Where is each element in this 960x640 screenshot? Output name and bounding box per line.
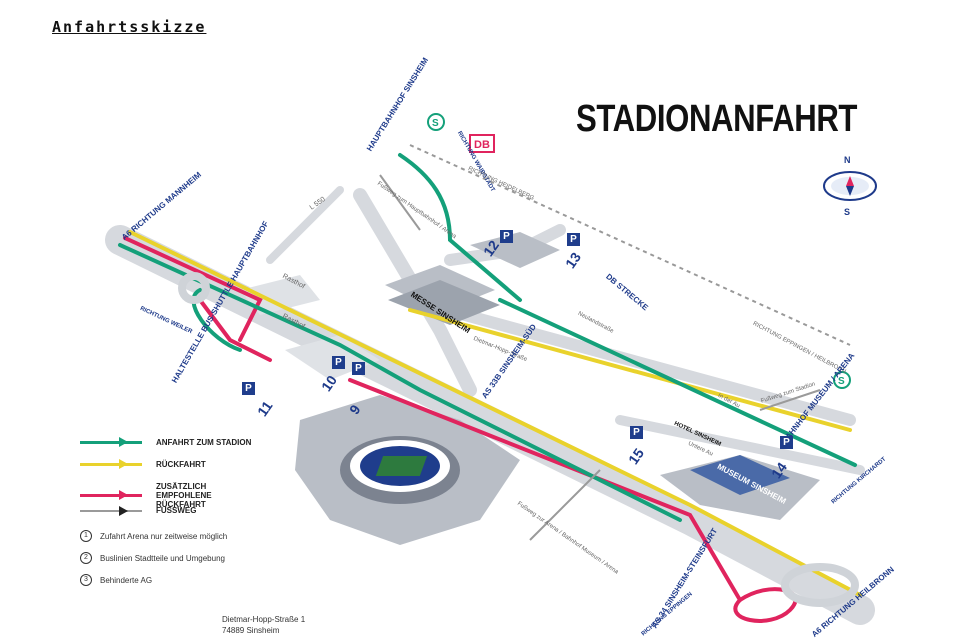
messe-building: [388, 280, 500, 325]
compass-north: N: [844, 155, 851, 165]
document-heading: Anfahrtsskizze: [52, 18, 207, 36]
legend-swatch-yellow: [80, 459, 142, 469]
legend-swatch-gray: [80, 505, 142, 516]
db-logo: DB: [474, 139, 490, 151]
svg-text:S: S: [838, 376, 845, 387]
parking-icon-15: P: [630, 426, 643, 439]
legend-swatch-red: [80, 490, 142, 500]
walkways: [379, 174, 821, 541]
s-bahn-icon-museum: S: [833, 371, 851, 389]
note-text: Behinderte AG: [100, 575, 153, 585]
legend-swatch-green: [80, 437, 142, 447]
parking-icon-14: P: [780, 436, 793, 449]
legend-item-empfohlen: ZUSÄTZLICH EMPFOHLENE RÜCKFAHRT: [80, 482, 246, 509]
legend-label: RÜCKFAHRT: [156, 460, 206, 469]
map-title: STADIONANFAHRT: [576, 98, 858, 140]
address: Dietmar-Hopp-Straße 1 74889 Sinsheim: [222, 614, 305, 636]
db-logo-box: [469, 134, 495, 153]
legend-item-fussweg: FUSSWEG: [80, 505, 197, 516]
address-line-2: 74889 Sinsheim: [222, 626, 280, 635]
parking-icon-10: P: [332, 356, 345, 369]
museum-building: [690, 455, 790, 495]
parking-icon-9: P: [352, 362, 365, 375]
s-bahn-icon: S: [427, 113, 445, 131]
compass-south: S: [844, 207, 851, 217]
legend-item-anfahrt: ANFAHRT ZUM STADION: [80, 437, 252, 447]
compass-icon: [823, 171, 877, 201]
svg-text:S: S: [432, 118, 439, 129]
legend-label: FUSSWEG: [156, 506, 197, 515]
note-item: 1 Zufahrt Arena nur zeitweise möglich: [80, 530, 227, 542]
legend-item-rueckfahrt: RÜCKFAHRT: [80, 459, 206, 469]
address-line-1: Dietmar-Hopp-Straße 1: [222, 615, 306, 624]
legend-label: ZUSÄTZLICH EMPFOHLENE RÜCKFAHRT: [156, 482, 212, 509]
parking-icon-12: P: [500, 230, 513, 243]
parking-icon-11: P: [242, 382, 255, 395]
note-text: Zufahrt Arena nur zeitweise möglich: [100, 531, 228, 541]
interchange-loops: [178, 272, 859, 607]
route-red: [123, 236, 798, 623]
note-number: 3: [80, 574, 92, 586]
note-item: 2 Buslinien Stadtteile und Umgebung: [80, 552, 225, 564]
stadium: [340, 436, 460, 504]
route-green: [118, 153, 857, 522]
legend-label: ANFAHRT ZUM STADION: [156, 438, 252, 447]
note-number: 2: [80, 552, 92, 564]
note-text: Buslinien Stadtteile und Umgebung: [100, 553, 225, 563]
compass: N S: [820, 155, 880, 217]
parking-icon-13: P: [567, 233, 580, 246]
db-rail-line: [409, 144, 851, 346]
note-number: 1: [80, 530, 92, 542]
note-item: 3 Behinderte AG: [80, 574, 152, 586]
